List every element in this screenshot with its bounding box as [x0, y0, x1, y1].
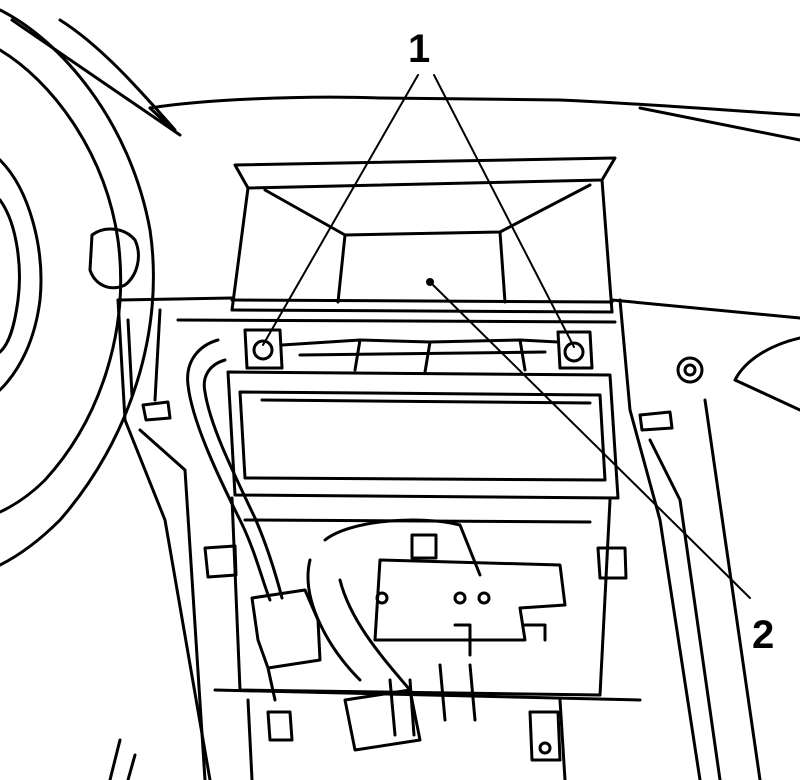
screw-left [252, 339, 274, 361]
callout-label-1: 1 [408, 27, 430, 71]
display-unit [230, 156, 617, 314]
callout-2-anchor-dot [426, 278, 434, 286]
connectors [306, 518, 567, 752]
screw-right [563, 341, 585, 363]
callout-leaders [262, 74, 751, 599]
steering-wheel [0, 8, 182, 567]
radio-cavity [203, 370, 628, 697]
left-side-panel [116, 296, 800, 780]
lower-console [108, 688, 642, 780]
right-side-panel [618, 298, 800, 780]
cable-harness [186, 338, 322, 702]
callout-label-2: 2 [752, 613, 774, 657]
mounting-bracket [176, 318, 617, 374]
dashboard-top [148, 95, 800, 142]
